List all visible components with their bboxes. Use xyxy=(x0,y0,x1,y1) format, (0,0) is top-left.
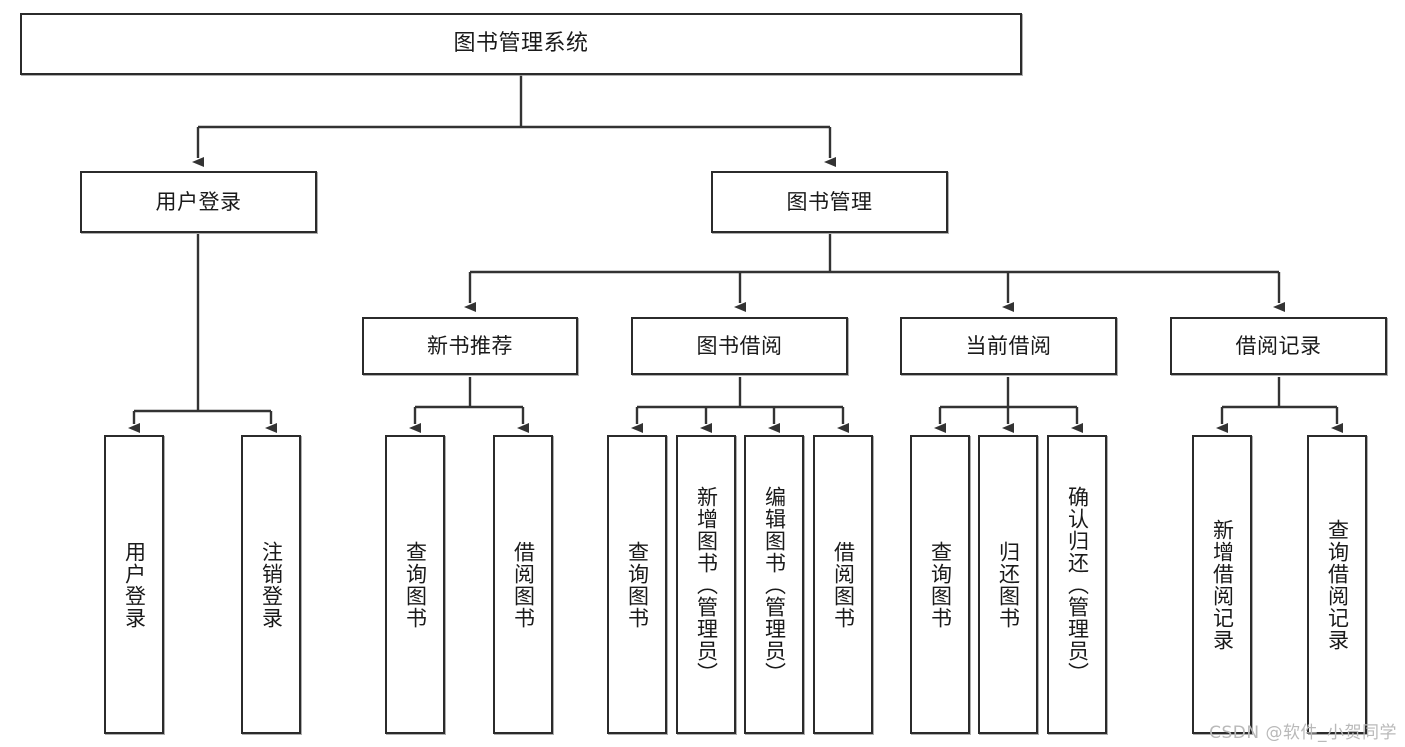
node-new-book-rec-label: 新书推荐 xyxy=(427,333,513,358)
node-leaf-confirm-return-label: 确认归还（管理员） xyxy=(1065,485,1090,684)
csdn-watermark: CSDN @软件_小贺同学 xyxy=(1209,723,1397,743)
node-leaf-user-login[interactable]: 用户登录 xyxy=(104,435,164,734)
node-user-login[interactable]: 用户登录 xyxy=(80,171,317,233)
node-leaf-return-book[interactable]: 归还图书 xyxy=(978,435,1038,734)
node-book-manage[interactable]: 图书管理 xyxy=(711,171,948,233)
node-borrow-record[interactable]: 借阅记录 xyxy=(1170,317,1387,375)
node-leaf-add-book[interactable]: 新增图书（管理员） xyxy=(676,435,736,734)
node-book-manage-label: 图书管理 xyxy=(786,189,873,214)
node-book-borrow[interactable]: 图书借阅 xyxy=(631,317,848,375)
node-leaf-logout-label: 注销登录 xyxy=(259,540,284,629)
node-leaf-add-book-label: 新增图书（管理员） xyxy=(694,485,719,684)
node-leaf-borrow-book-1[interactable]: 借阅图书 xyxy=(493,435,553,734)
node-book-borrow-label: 图书借阅 xyxy=(696,333,783,358)
node-leaf-query-book-1[interactable]: 查询图书 xyxy=(385,435,445,734)
node-leaf-add-record[interactable]: 新增借阅记录 xyxy=(1192,435,1252,734)
node-leaf-user-login-label: 用户登录 xyxy=(122,540,147,629)
node-leaf-edit-book-label: 编辑图书（管理员） xyxy=(762,485,787,684)
node-leaf-query-book-3-label: 查询图书 xyxy=(928,540,953,629)
node-leaf-query-book-1-label: 查询图书 xyxy=(403,540,428,629)
node-root[interactable]: 图书管理系统 xyxy=(20,13,1022,75)
node-leaf-query-record[interactable]: 查询借阅记录 xyxy=(1307,435,1367,734)
node-leaf-borrow-book-1-label: 借阅图书 xyxy=(511,540,536,629)
node-leaf-query-book-2[interactable]: 查询图书 xyxy=(607,435,667,734)
node-current-borrow-label: 当前借阅 xyxy=(965,333,1052,358)
node-leaf-borrow-book-2[interactable]: 借阅图书 xyxy=(813,435,873,734)
node-user-login-label: 用户登录 xyxy=(155,189,242,214)
node-leaf-edit-book[interactable]: 编辑图书（管理员） xyxy=(744,435,804,734)
node-leaf-logout[interactable]: 注销登录 xyxy=(241,435,301,734)
node-current-borrow[interactable]: 当前借阅 xyxy=(900,317,1117,375)
node-leaf-query-book-2-label: 查询图书 xyxy=(625,540,650,629)
node-leaf-borrow-book-2-label: 借阅图书 xyxy=(831,540,856,629)
node-leaf-confirm-return[interactable]: 确认归还（管理员） xyxy=(1047,435,1107,734)
node-leaf-return-book-label: 归还图书 xyxy=(996,540,1021,629)
node-borrow-record-label: 借阅记录 xyxy=(1235,333,1322,358)
node-leaf-query-record-label: 查询借阅记录 xyxy=(1325,518,1350,651)
node-leaf-add-record-label: 新增借阅记录 xyxy=(1210,518,1235,651)
node-root-label: 图书管理系统 xyxy=(453,31,589,56)
node-leaf-query-book-3[interactable]: 查询图书 xyxy=(910,435,970,734)
node-new-book-rec[interactable]: 新书推荐 xyxy=(362,317,578,375)
